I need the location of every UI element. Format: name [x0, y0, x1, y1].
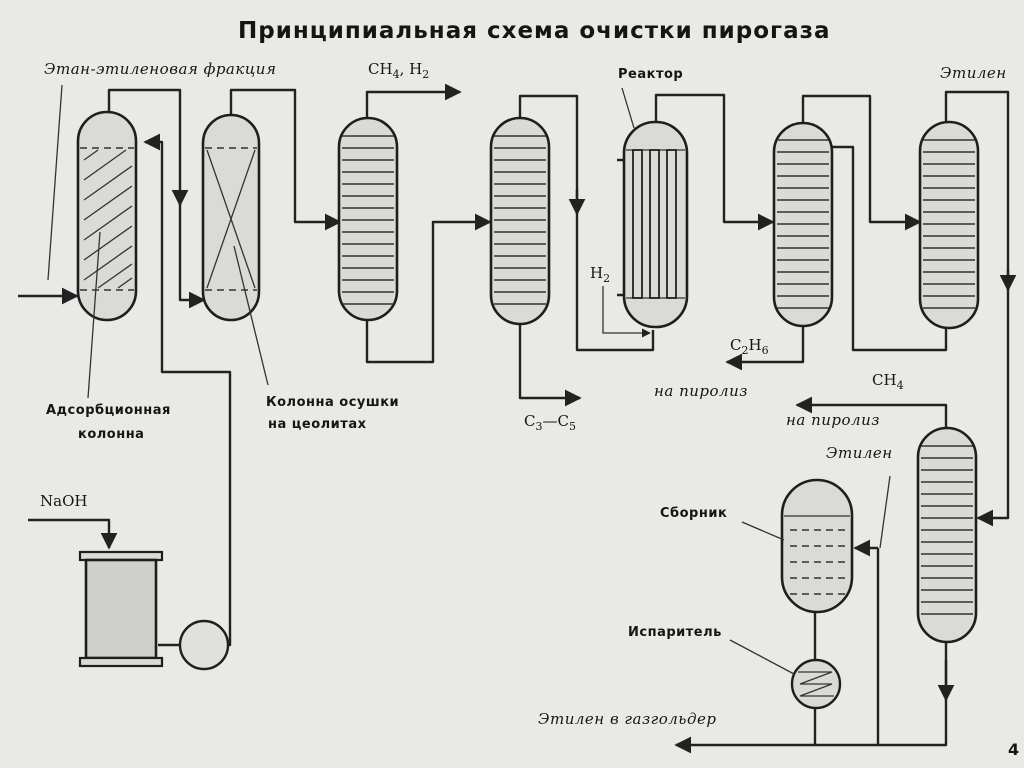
naoh-tank: [78, 550, 164, 668]
rectification-column-2: [489, 116, 551, 326]
adsorption-column-label-1: Адсорбционная: [46, 403, 171, 418]
feed-leader: [47, 84, 63, 281]
reactor-label: Реактор: [618, 67, 684, 82]
pipe-col2-to-reactor: [518, 94, 655, 352]
pipe-col3-side: [832, 145, 948, 352]
naoh-label: NaOH: [40, 492, 88, 510]
pipe-naoh: [28, 518, 118, 550]
to-pyrolysis-2-label: на пиролиз: [786, 411, 880, 429]
feed-label: Этан-этиленовая фракция: [44, 60, 277, 78]
ethylene-mid-label: Этилен: [826, 444, 893, 462]
ch4-label: CH4: [872, 371, 904, 392]
page-title: Принципиальная схема очистки пирогаза: [238, 18, 831, 44]
collector-label: Сборник: [660, 506, 728, 521]
evaporator-label: Испаритель: [628, 625, 722, 640]
to-pyrolysis-1-label: на пиролиз: [654, 382, 748, 400]
rectification-column-4: [918, 120, 980, 330]
pipe-c2h6: [725, 326, 805, 371]
ethylene-top-label: Этилен: [940, 64, 1007, 82]
reactor-vessel: [622, 120, 689, 329]
rectification-column-3: [772, 121, 834, 328]
ethylene-out-label: Этилен в газгольдер: [538, 710, 717, 728]
ch4-h2-label: CH4, H2: [368, 60, 430, 81]
adsorption-column-label-2: колонна: [78, 427, 145, 442]
pipe-ch4-h2: [365, 83, 462, 118]
leader-lines: [87, 87, 795, 675]
pipe-ch4-out: [795, 396, 948, 428]
zeolite-dryer-column: [201, 113, 261, 322]
pipe-h2: [602, 286, 651, 338]
adsorption-column: [76, 110, 138, 322]
rectification-column-1: [337, 116, 399, 322]
pipe-col1-to-col2: [365, 213, 492, 364]
evaporator: [790, 658, 842, 710]
pipe-c3-c5: [518, 324, 582, 407]
collector-vessel: [780, 478, 854, 614]
pipe-col3-to-col4: [801, 94, 922, 231]
pipe-reactor-to-col3: [654, 93, 775, 231]
pump: [178, 619, 230, 671]
pipe-dryer-to-col1: [229, 88, 342, 231]
pipe-ethylene-loop: [944, 90, 1010, 527]
pipe-adsorber-to-dryer: [107, 88, 206, 309]
rectification-column-5: [916, 426, 978, 644]
dryer-label-1: Колонна осушки: [266, 395, 400, 410]
page-number: 4: [1008, 740, 1020, 759]
c3-c5-label: C3—C5: [524, 412, 576, 433]
h2-label: H2: [590, 264, 611, 285]
c2h6-label: C2H6: [730, 336, 769, 357]
ethylene-leader: [879, 475, 891, 549]
dryer-label-2: на цеолитах: [268, 417, 367, 432]
